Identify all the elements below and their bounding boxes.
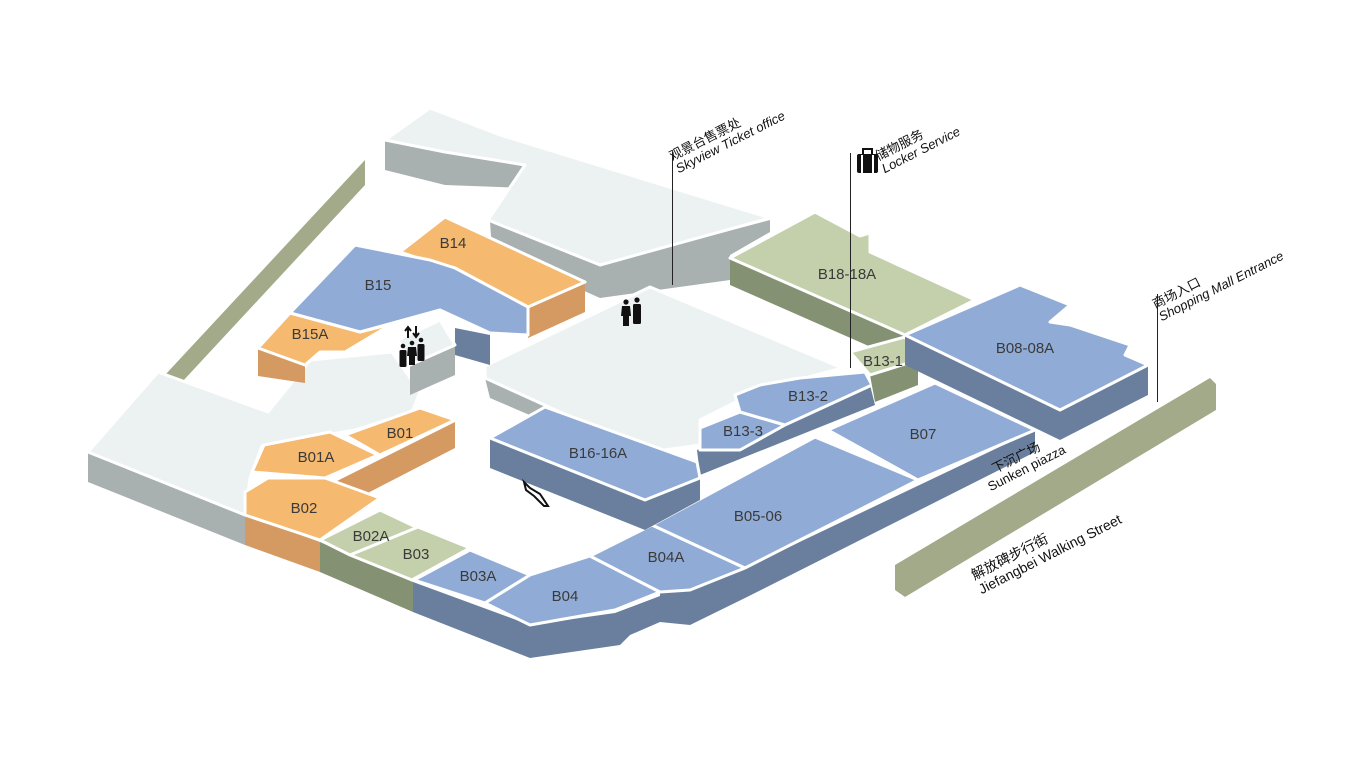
- label-b01a: B01A: [298, 449, 335, 466]
- store-b08-08a[interactable]: [903, 283, 1150, 412]
- label-b16-16a: B16-16A: [569, 445, 627, 462]
- store-b15a[interactable]: [256, 311, 394, 367]
- store-b01[interactable]: [343, 406, 457, 457]
- label-b04: B04: [552, 588, 579, 605]
- store-b16-16a[interactable]: [488, 405, 702, 502]
- label-b02a: B02A: [353, 528, 390, 545]
- luggage-icon[interactable]: [857, 148, 878, 173]
- label-b02: B02: [291, 500, 318, 517]
- ticket-pointer-line: [672, 152, 673, 285]
- label-b04a: B04A: [648, 549, 685, 566]
- skyview-building: [383, 106, 772, 267]
- escalator-icon[interactable]: [522, 478, 550, 507]
- label-b18-18a: B18-18A: [818, 266, 876, 283]
- store-b03[interactable]: [348, 525, 472, 582]
- label-b01: B01: [387, 425, 414, 442]
- store-b04a[interactable]: [588, 523, 747, 594]
- label-b13-1: B13-1: [863, 353, 903, 370]
- street-left: [165, 160, 365, 382]
- label-b15a: B15A: [292, 326, 329, 343]
- label-b13-3: B13-3: [723, 423, 763, 440]
- label-b08-08a: B08-08A: [996, 340, 1054, 357]
- label-b15: B15: [365, 277, 392, 294]
- restroom-icon[interactable]: [399, 337, 425, 367]
- elevator-icon[interactable]: [404, 325, 420, 339]
- store-b15[interactable]: [288, 243, 530, 337]
- store-b02[interactable]: [243, 476, 382, 542]
- restroom-icon[interactable]: [621, 297, 641, 326]
- common-area-west: [86, 350, 422, 517]
- entrance-pointer-line: [1157, 294, 1158, 402]
- store-b13-3[interactable]: [698, 410, 787, 452]
- label-b13-2: B13-2: [788, 388, 828, 405]
- label-b05-06: B05-06: [734, 508, 782, 525]
- street-right: [895, 378, 1216, 597]
- label-b03a: B03A: [460, 568, 497, 585]
- label-b07: B07: [910, 426, 937, 443]
- store-b07[interactable]: [826, 381, 1037, 482]
- store-b13-2[interactable]: [733, 370, 874, 427]
- label-b14: B14: [440, 235, 467, 252]
- label-b03: B03: [403, 546, 430, 563]
- locker-pointer-line: [850, 153, 851, 368]
